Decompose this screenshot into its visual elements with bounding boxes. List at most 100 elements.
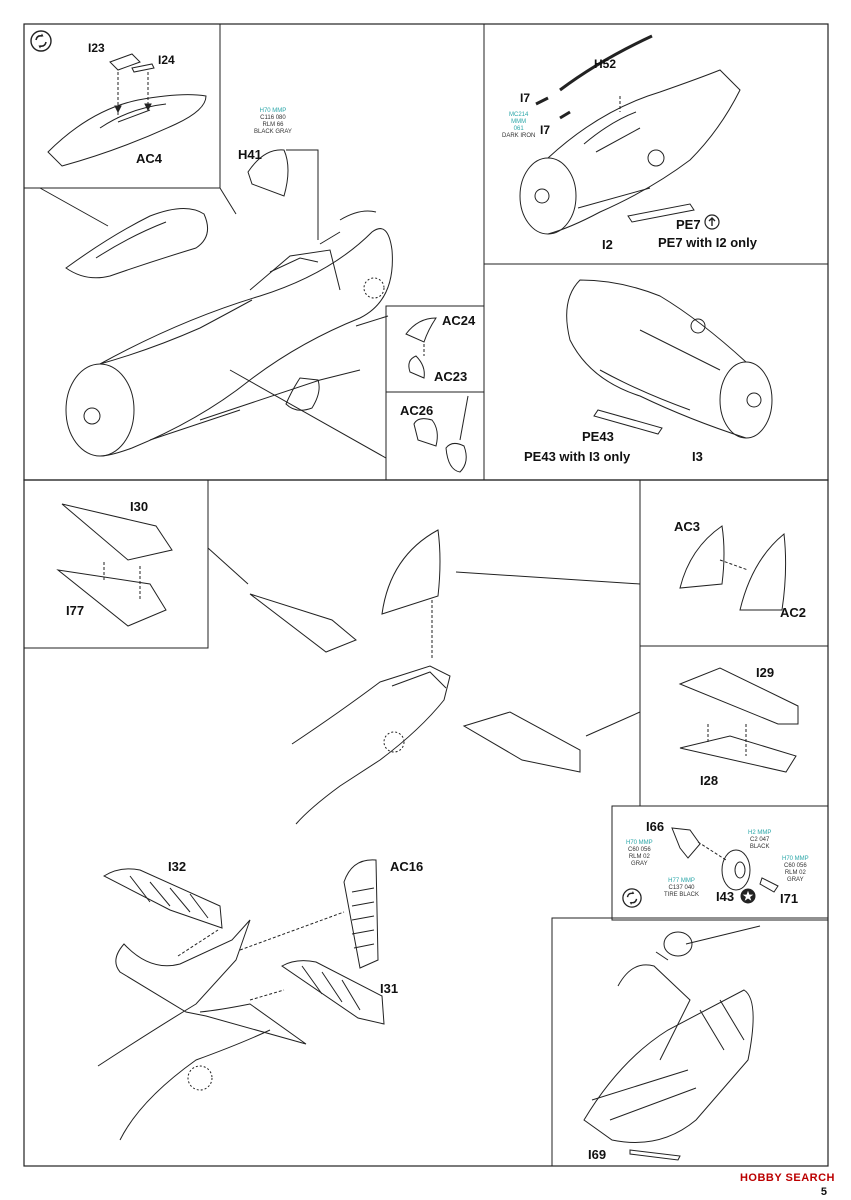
part-ac4	[47, 53, 207, 167]
label-i31: I31	[380, 981, 399, 996]
color-code: C2 047	[749, 837, 770, 843]
part-ac24	[405, 317, 437, 343]
rear-fuselage	[97, 919, 307, 1141]
color-code: H70 MMP	[259, 108, 287, 114]
page-number: 5	[820, 1186, 827, 1198]
color-code: MC214	[509, 112, 529, 118]
color-name: BLACK	[749, 844, 770, 850]
part-i32	[102, 868, 223, 929]
color-code: H2 MMP	[748, 830, 772, 836]
tail-fin	[381, 529, 441, 615]
label-i32: I32	[168, 859, 187, 874]
part-i28	[679, 735, 797, 773]
color-callout-i66: H70 MMP C60 056 RLM 02 GRAY	[626, 840, 653, 868]
part-i29	[678, 667, 799, 725]
nose-i3	[566, 279, 773, 439]
gear-assembly	[583, 931, 754, 1161]
color-code: H77 MMP	[668, 878, 695, 884]
label-i28: I28	[700, 773, 719, 788]
part-ac26	[413, 418, 438, 447]
label-i66: I66	[646, 819, 665, 834]
color-name: TIRE BLACK	[664, 892, 700, 898]
label-pe7-note: PE7 with I2 only	[658, 235, 757, 250]
label-i7-bottom: I7	[540, 123, 551, 137]
color-code: MMM	[511, 119, 527, 125]
tail-stabilizer-left	[249, 593, 357, 653]
part-ac2	[739, 533, 787, 611]
color-callout-tire: H77 MMP C137 040 TIRE BLACK	[664, 878, 699, 899]
inset-frame-gear	[551, 917, 829, 1167]
part-ac23	[408, 355, 425, 379]
inset-frame-ac3	[639, 479, 829, 647]
tail-stabilizer-right	[462, 711, 581, 773]
step-rotate-icon	[30, 30, 52, 57]
color-name: GRAY	[631, 861, 648, 867]
label-ac26: AC26	[400, 403, 434, 418]
label-h41: H41	[238, 147, 262, 162]
color-code: C137 040	[668, 885, 695, 891]
label-ac3: AC3	[674, 519, 701, 534]
step-rotate-icon	[622, 888, 642, 913]
part-ac3	[679, 525, 725, 589]
tail-fuselage	[291, 665, 451, 825]
label-h52: H52	[594, 57, 617, 71]
inset-frame-i30	[23, 479, 209, 649]
label-ac23: AC23	[434, 369, 468, 384]
color-callout-black: H2 MMP C2 047 BLACK	[748, 830, 771, 851]
label-ac2: AC2	[780, 605, 807, 620]
label-i2: I2	[602, 237, 613, 252]
label-i23: I23	[88, 41, 105, 55]
part-i66	[671, 827, 701, 859]
nose-h52	[519, 34, 741, 235]
part-i30	[56, 503, 173, 627]
color-code: 061	[513, 126, 524, 132]
label-i29: I29	[756, 665, 775, 680]
inset-frame-wheel	[611, 805, 829, 921]
part-i69	[629, 1149, 681, 1161]
photo-etch-icon	[704, 214, 720, 235]
label-i77: I77	[66, 603, 85, 618]
part-i71	[759, 877, 779, 893]
color-code: C60 056	[627, 847, 651, 853]
color-name: BLACK GRAY	[254, 129, 292, 135]
inset-frame-i29	[639, 645, 829, 807]
label-i30: I30	[130, 499, 149, 514]
part-ac16	[343, 859, 379, 969]
label-ac4: AC4	[136, 151, 163, 166]
label-i3: I3	[692, 449, 703, 464]
label-ac16: AC16	[390, 859, 424, 874]
color-name: DARK IRON	[502, 133, 536, 139]
color-name: GRAY	[787, 877, 804, 883]
color-name: RLM 66	[262, 122, 284, 128]
color-name: RLM 02	[784, 870, 806, 876]
watermark: HOBBY SEARCH	[739, 1172, 835, 1184]
part-pe7	[627, 203, 695, 223]
part-i77	[56, 569, 167, 627]
label-pe7: PE7	[676, 217, 701, 232]
part-pe43	[593, 409, 663, 435]
part-i24	[131, 63, 155, 73]
inset-frame-ac4	[23, 23, 221, 189]
part-i23	[109, 53, 141, 71]
label-ac24: AC24	[442, 313, 476, 328]
inset-frame-h52	[483, 23, 829, 265]
part-i31	[281, 960, 385, 1025]
label-i7-top: I7	[520, 91, 531, 105]
star-marking-icon	[740, 888, 756, 909]
label-i43: I43	[716, 889, 735, 904]
label-pe43-note: PE43 with I3 only	[524, 449, 631, 464]
label-i24: I24	[158, 53, 175, 67]
color-callout-gray: H70 MMP C60 056 RLM 02 GRAY	[782, 856, 809, 884]
color-code: C60 056	[783, 863, 807, 869]
part-i43-wheel	[721, 849, 751, 891]
inset-frame-i3	[483, 263, 829, 481]
color-callout-h41: H70 MMP C116 080 RLM 66 BLACK GRAY	[254, 108, 292, 136]
canopy-detail	[65, 208, 209, 279]
color-code: C116 080	[260, 115, 286, 121]
color-code: H70 MMP	[782, 856, 809, 862]
color-code: H70 MMP	[626, 840, 653, 846]
intake-part	[285, 377, 320, 411]
label-i71: I71	[780, 891, 799, 906]
label-pe43: PE43	[582, 429, 614, 444]
